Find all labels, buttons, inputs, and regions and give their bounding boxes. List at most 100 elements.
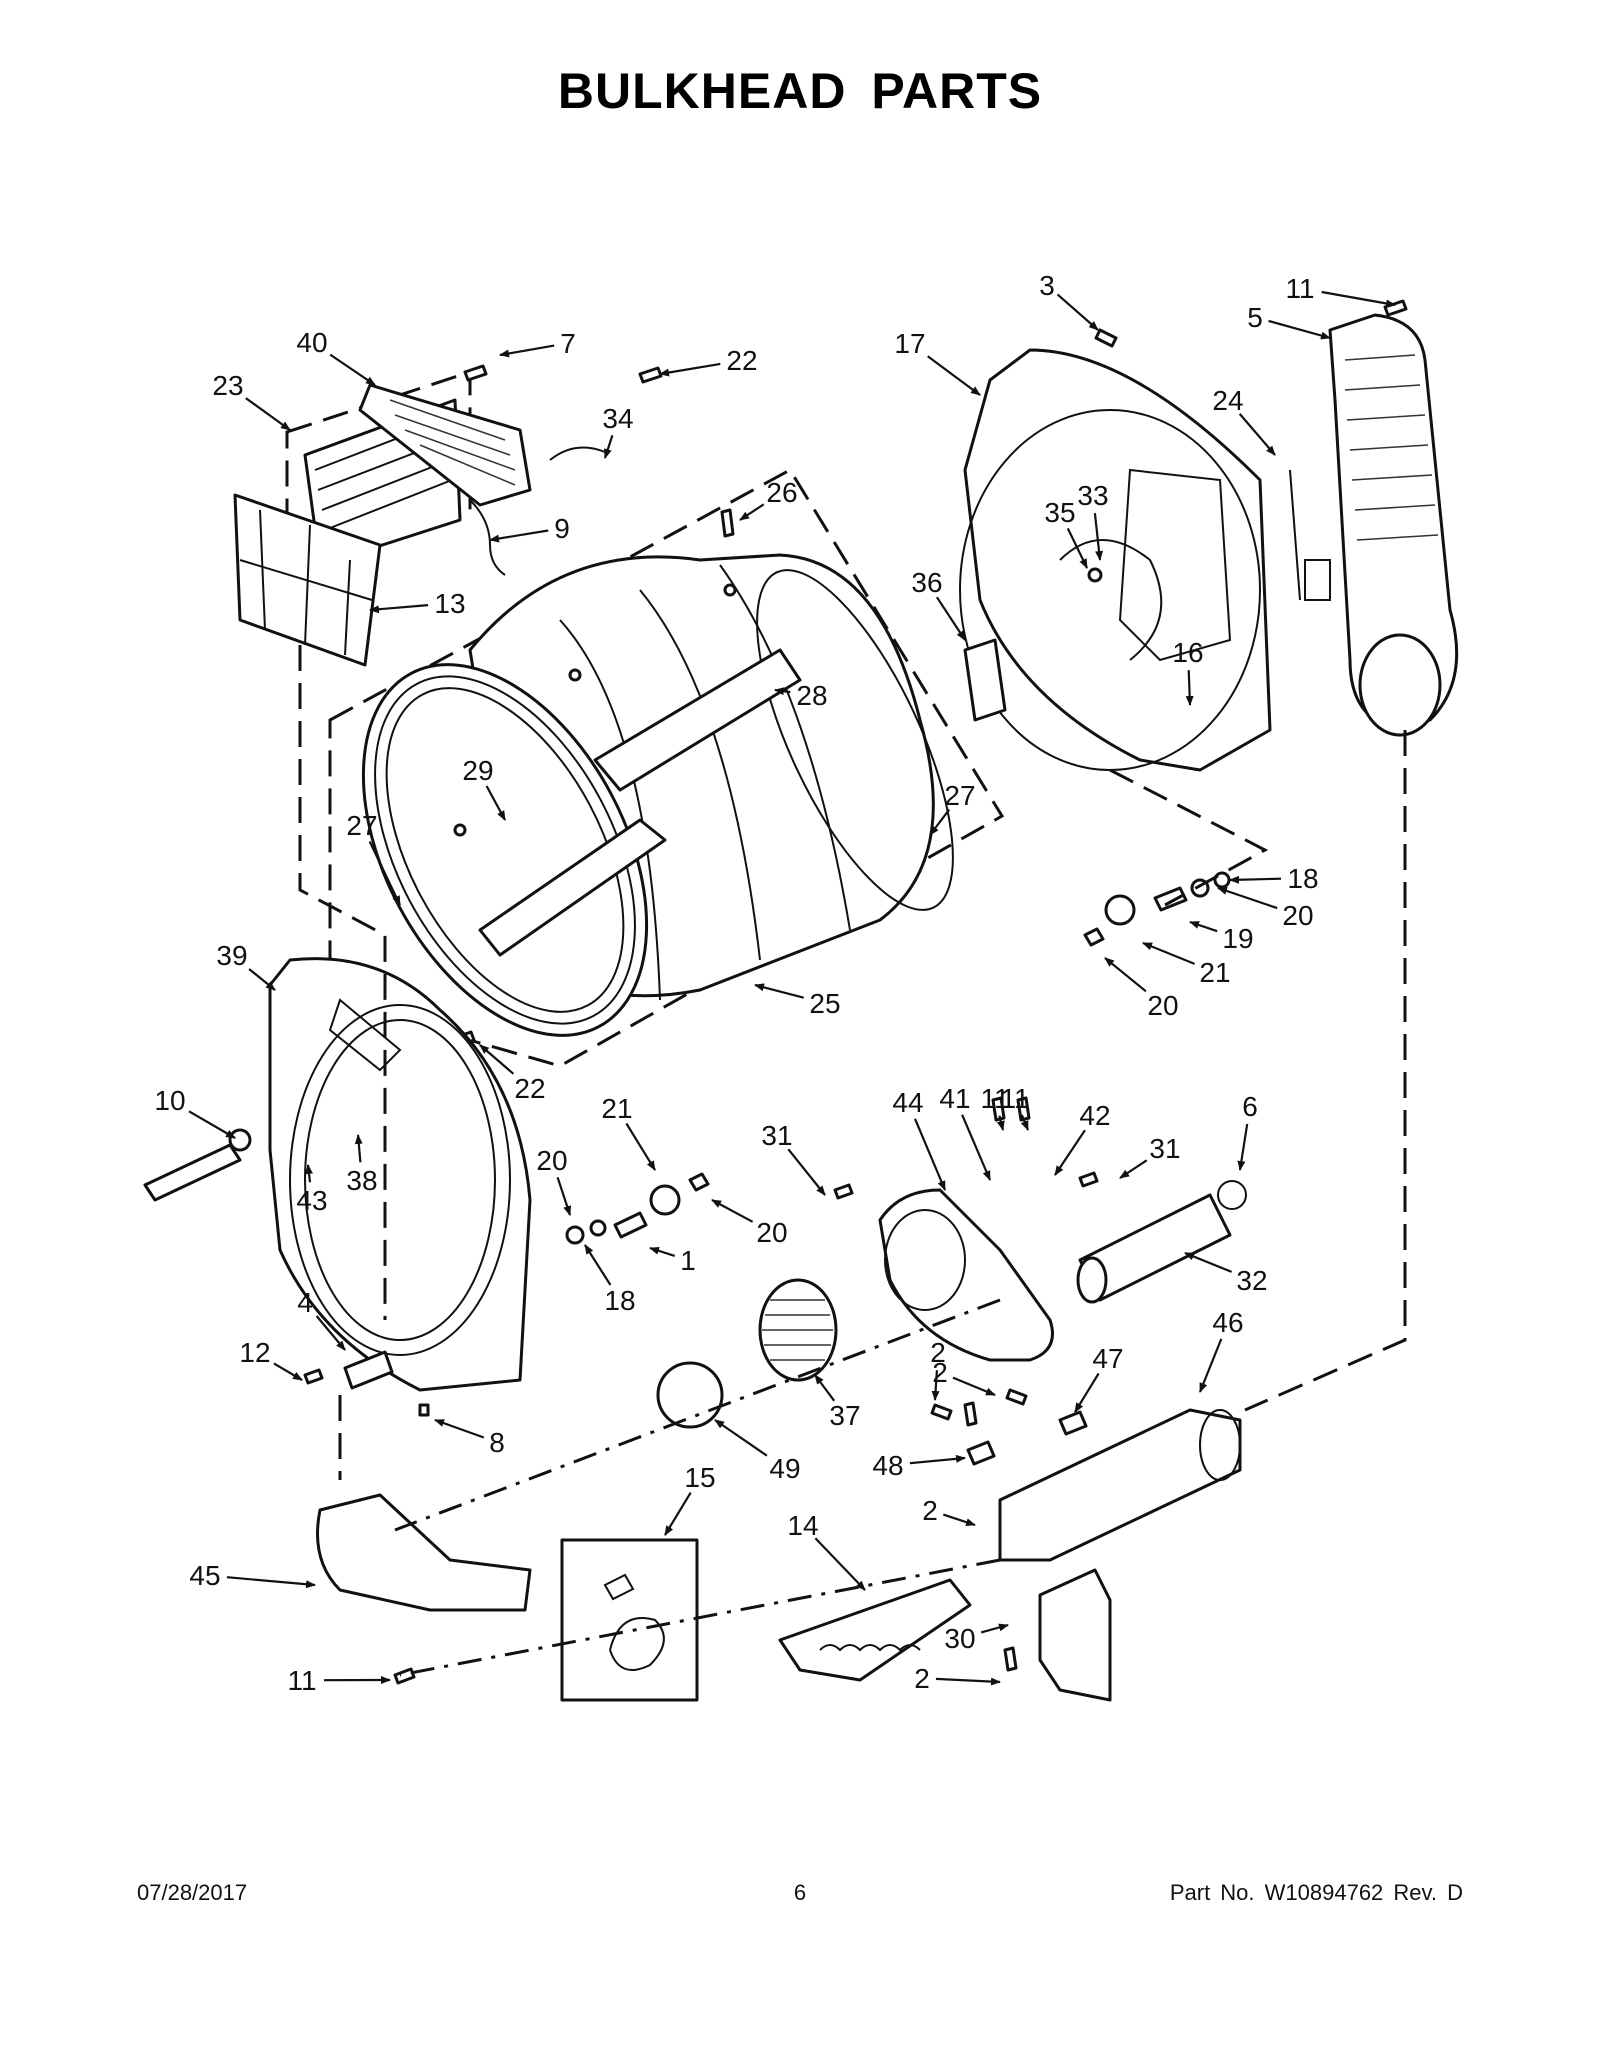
callout-leader-27 — [368, 841, 401, 906]
callout-22: 22 — [726, 345, 757, 376]
callout-leader-44 — [913, 1118, 947, 1191]
callout-16: 16 — [1172, 637, 1203, 668]
callout-22: 22 — [514, 1073, 545, 1104]
callout-15: 15 — [684, 1462, 715, 1493]
callout-29: 29 — [462, 755, 493, 786]
callout-36: 36 — [911, 567, 942, 598]
callout-leader-49 — [714, 1419, 768, 1457]
callout-leader-46 — [1198, 1338, 1223, 1393]
callout-13: 13 — [434, 588, 465, 619]
callout-leader-36 — [935, 596, 966, 641]
callout-24: 24 — [1212, 385, 1243, 416]
callout-18: 18 — [1287, 863, 1318, 894]
callout-45: 45 — [189, 1560, 220, 1591]
callout-leader-2 — [952, 1376, 996, 1397]
callout-leader-25 — [754, 983, 804, 999]
callout-11: 11 — [980, 1083, 1009, 1114]
callout-2: 2 — [930, 1337, 946, 1368]
callout-leader-39 — [248, 968, 276, 991]
drum-belt-ring — [656, 1361, 724, 1429]
bracket — [1038, 1568, 1112, 1702]
callout-25: 25 — [809, 988, 840, 1019]
callout-39: 39 — [216, 940, 247, 971]
callout-leader-11 — [1321, 290, 1396, 308]
air-duct — [316, 1493, 532, 1612]
callout-leader-2 — [942, 1513, 976, 1527]
footer-part-number: Part No. W10894762 Rev. D — [1169, 1880, 1463, 1905]
callout-leader-31 — [1119, 1159, 1148, 1179]
callout-33: 33 — [1077, 480, 1108, 511]
callout-49: 49 — [769, 1453, 800, 1484]
callout-20: 20 — [536, 1145, 567, 1176]
callout-21: 21 — [1199, 957, 1230, 988]
callout-leader-12 — [273, 1362, 303, 1381]
callout-leader-2 — [935, 1677, 1001, 1686]
callout-leader-11 — [1020, 1114, 1030, 1131]
callout-leader-3 — [1056, 293, 1099, 331]
callout-leader-5 — [1268, 319, 1331, 340]
callout-leader-27 — [929, 808, 951, 836]
wire-harness — [469, 446, 606, 576]
door-switch — [143, 1143, 242, 1202]
callout-7: 7 — [560, 328, 576, 359]
callout-8: 8 — [489, 1427, 505, 1458]
callout-leader-42 — [1054, 1129, 1086, 1176]
callout-19: 19 — [1222, 923, 1253, 954]
callout-leader-15 — [664, 1492, 692, 1536]
callout-28: 28 — [796, 680, 827, 711]
rear-roller-assembly — [1083, 871, 1231, 947]
callout-leader-33 — [1093, 512, 1104, 561]
seal-plate — [343, 1350, 394, 1390]
callout-44: 44 — [892, 1087, 923, 1118]
callout-leader-6 — [1237, 1123, 1249, 1171]
callout-2: 2 — [922, 1495, 938, 1526]
page-title: BULKHEAD PARTS — [557, 63, 1043, 119]
assembly-line-duct — [1244, 730, 1407, 1412]
callout-38: 38 — [346, 1165, 377, 1196]
callout-leader-1 — [649, 1246, 676, 1257]
callout-37: 37 — [829, 1400, 860, 1431]
callout-5: 5 — [1247, 302, 1263, 333]
callout-leader-7 — [499, 344, 555, 358]
callout-21: 21 — [601, 1093, 632, 1124]
heater-housing — [998, 1408, 1242, 1562]
callout-34: 34 — [602, 403, 633, 434]
callout-12: 12 — [239, 1337, 270, 1368]
heater-duct — [1289, 313, 1459, 737]
callout-41: 41 — [939, 1083, 970, 1114]
callout-leader-30 — [980, 1623, 1009, 1634]
callout-10: 10 — [154, 1085, 185, 1116]
callout-leader-22 — [659, 362, 721, 377]
callout-leader-23 — [245, 397, 291, 431]
callout-2: 2 — [914, 1663, 930, 1694]
callout-leader-20 — [1217, 886, 1278, 910]
callout-leader-24 — [1238, 413, 1276, 456]
footer-page-number: 6 — [793, 1880, 807, 1905]
callout-30: 30 — [944, 1623, 975, 1654]
callout-20: 20 — [1282, 900, 1313, 931]
callout-leader-34 — [603, 434, 614, 459]
callout-leader-13 — [369, 604, 429, 614]
callout-leader-29 — [485, 785, 506, 821]
callout-43: 43 — [296, 1185, 327, 1216]
callout-leaders — [188, 290, 1396, 1686]
callout-31: 31 — [1149, 1133, 1180, 1164]
footer-date: 07/28/2017 — [137, 1880, 248, 1905]
callout-32: 32 — [1236, 1265, 1267, 1296]
assembly-line-lint — [298, 645, 387, 1320]
callout-11: 11 — [1285, 273, 1314, 304]
callout-20: 20 — [756, 1217, 787, 1248]
callout-35: 35 — [1044, 497, 1075, 528]
callout-leader-2 — [931, 1370, 940, 1401]
callout-leader-32 — [1184, 1251, 1233, 1273]
thermostat-47 — [1058, 1410, 1088, 1436]
callout-leader-40 — [329, 353, 376, 386]
callout-11: 11 — [287, 1665, 316, 1696]
callout-47: 47 — [1092, 1343, 1123, 1374]
callout-14: 14 — [787, 1510, 818, 1541]
drum — [361, 553, 954, 1037]
service-kit-parts — [603, 1573, 665, 1671]
callout-leader-20 — [1104, 957, 1147, 993]
thermostat-48 — [966, 1440, 996, 1466]
